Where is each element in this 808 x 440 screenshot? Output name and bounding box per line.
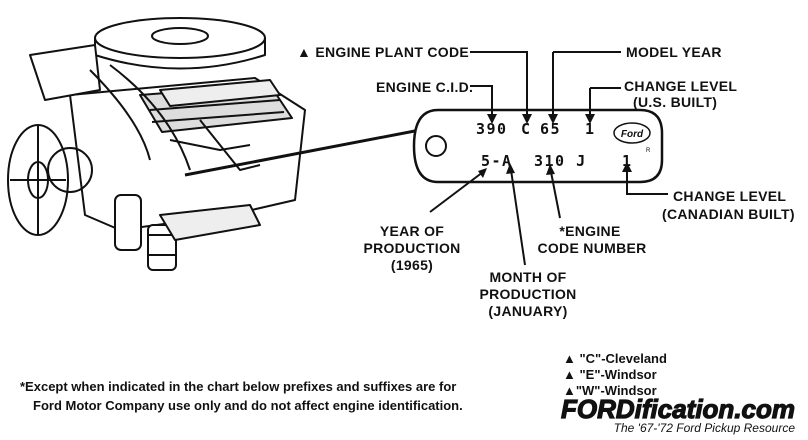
tag-plant-value: C	[521, 120, 532, 138]
label-engine-code-number-2: CODE NUMBER	[537, 240, 646, 256]
tag-change-us-value: 1	[585, 120, 596, 138]
engine-illustration	[7, 17, 421, 271]
label-year-of-production-2: PRODUCTION	[363, 240, 460, 256]
label-change-level-canadian-sub: (CANADIAN BUILT)	[662, 206, 795, 222]
label-change-level-us-sub: (U.S. BUILT)	[633, 94, 717, 110]
tag-year-value: 65	[540, 120, 561, 138]
legend-windsor-e: ▲ "E"-Windsor	[563, 367, 657, 382]
legend-windsor-w: ▲"W"-Windsor	[563, 383, 657, 398]
label-year-of-production-3: (1965)	[391, 257, 433, 273]
arrowheads	[478, 114, 632, 178]
ford-logo-text: Ford	[621, 129, 644, 140]
label-engine-cid: ENGINE C.I.D.	[376, 79, 473, 95]
label-change-level-canadian: CHANGE LEVEL	[673, 188, 786, 204]
label-model-year: MODEL YEAR	[626, 44, 722, 60]
tag-date-code-value: 5-A	[481, 152, 513, 170]
label-year-of-production-1: YEAR OF	[380, 223, 444, 239]
footnote-line-2: Ford Motor Company use only and do not a…	[33, 398, 463, 413]
watermark-tagline: The '67-'72 Ford Pickup Resource	[614, 421, 796, 435]
footnote-line-1: *Except when indicated in the chart belo…	[20, 379, 456, 394]
label-engine-code-number-1: *ENGINE	[559, 223, 620, 239]
engine-tag-plate: Ford R 390 C 65 1 5-A 310 J 1	[412, 108, 664, 184]
ford-logo	[613, 122, 651, 144]
tag-engine-code-value: 310 J	[534, 152, 587, 170]
label-month-of-production-1: MONTH OF	[489, 269, 566, 285]
registered-mark: R	[646, 148, 651, 154]
legend-cleveland: ▲ "C"-Cleveland	[563, 351, 667, 366]
site-watermark: FORDification.com The '67-'72 Ford Picku…	[560, 393, 796, 435]
tag-cid-value: 390	[476, 120, 508, 138]
tag-change-can-value: 1	[622, 152, 633, 170]
leader-lines	[429, 51, 668, 266]
label-month-of-production-3: (JANUARY)	[488, 303, 567, 319]
label-change-level-us: CHANGE LEVEL	[624, 78, 737, 94]
watermark-name: FORDification.com	[561, 394, 795, 424]
label-engine-plant-code: ▲ ENGINE PLANT CODE	[297, 44, 469, 60]
label-month-of-production-2: PRODUCTION	[479, 286, 576, 302]
